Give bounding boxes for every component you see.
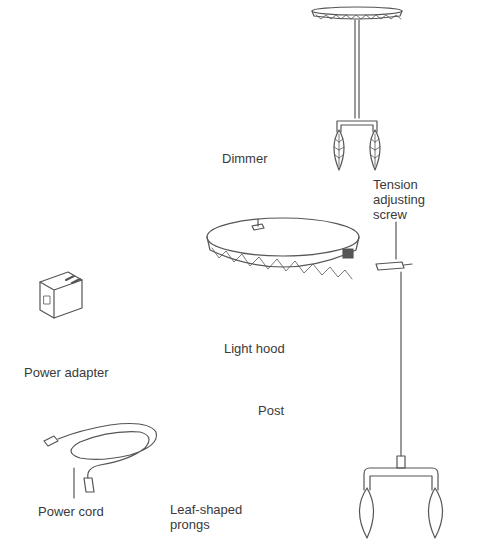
part-label: Tension adjusting screw xyxy=(373,177,445,222)
part-label: Power adapter xyxy=(24,365,134,380)
part-label: Leaf-shaped prongs xyxy=(170,502,258,532)
assembled-lamp xyxy=(312,7,402,170)
power-cord xyxy=(44,424,156,498)
post xyxy=(400,272,401,456)
part-label: Dimmer xyxy=(222,151,302,166)
prong-assembly xyxy=(360,456,443,538)
part-label: Post xyxy=(258,403,318,418)
light-hood xyxy=(207,218,412,279)
part-label: Light hood xyxy=(224,341,314,356)
part-label: Power cord xyxy=(38,504,128,519)
power-adapter xyxy=(40,272,82,318)
